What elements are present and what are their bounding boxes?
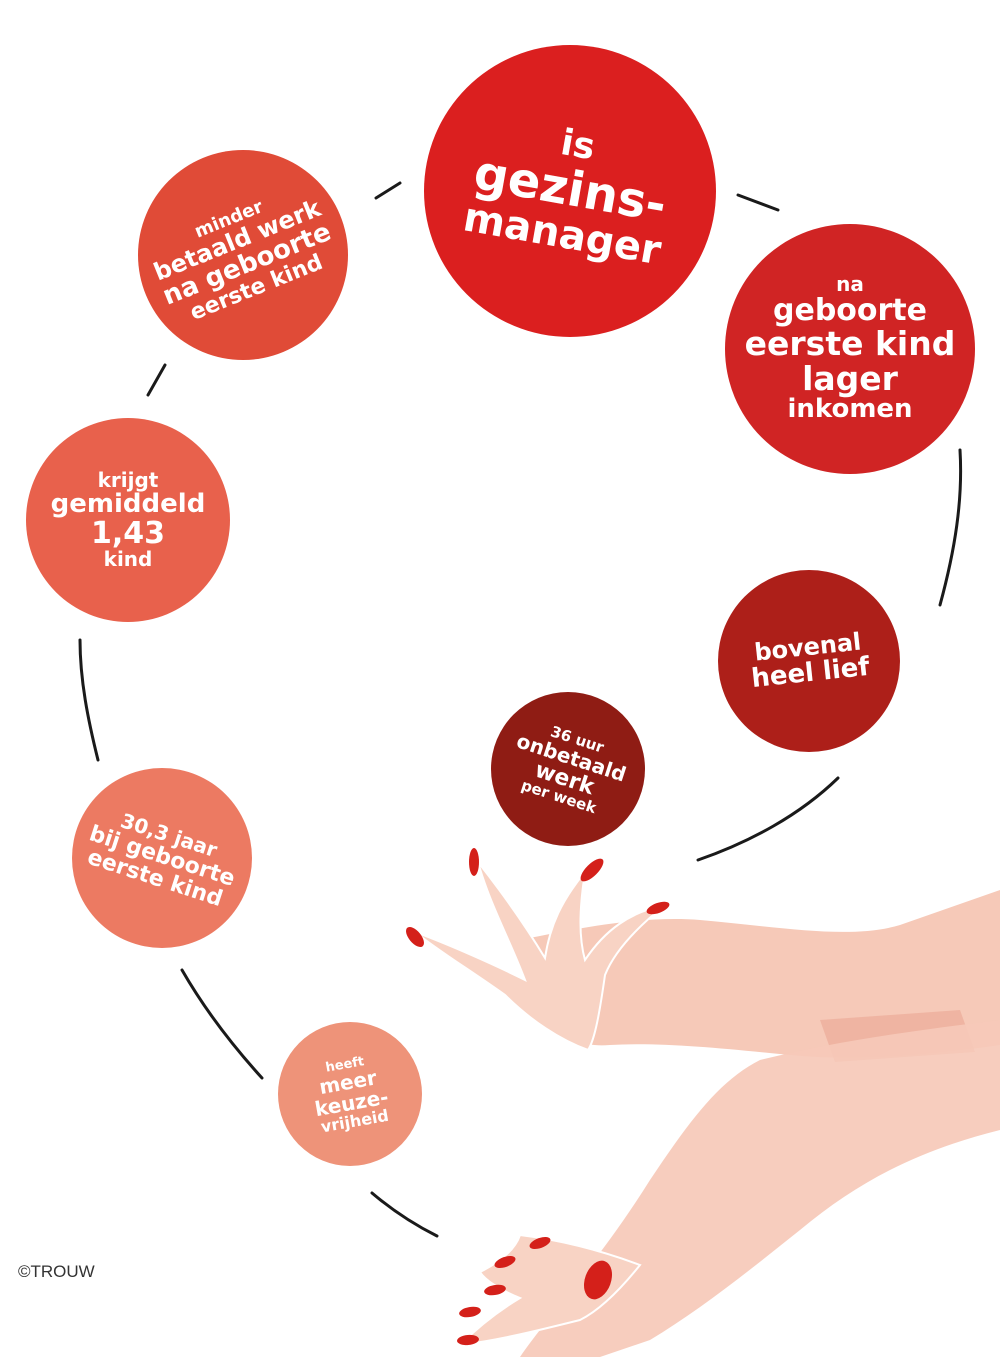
hands-illustration [406, 848, 1000, 1357]
ball-heel-lief: bovenal heel lief [718, 570, 900, 752]
ball-text-line: kind [103, 547, 153, 572]
copyright-label: ©TROUW [18, 1262, 95, 1281]
ball-text-line: eerste kind [744, 323, 956, 363]
dashed-orbit-circle [78, 181, 963, 1238]
ball-text-line: lager [802, 358, 898, 398]
ball-gezinsmanager: is gezins- manager [424, 45, 716, 337]
ball-lager-inkomen: na geboorte eerste kind lager inkomen [725, 224, 975, 474]
ball-minder-betaald-werk: minder betaald werk na geboorte eerste k… [138, 150, 348, 360]
ball-text-line: inkomen [787, 394, 913, 425]
ball-keuzevrijheid: heeft meer keuze- vrijheid [278, 1022, 422, 1166]
lower-arm [520, 1020, 1000, 1357]
ball-text-line: gemiddeld [50, 488, 206, 519]
ball-text-line: na [836, 272, 864, 297]
ball-text-line: geboorte [773, 293, 927, 329]
ball-gemiddeld-kind: krijgt gemiddeld 1,43 kind [26, 418, 230, 622]
upper-hand-fingers [414, 861, 666, 1052]
ball-text-line: krijgt [97, 467, 159, 492]
fingernails [406, 848, 670, 1346]
ball-leeftijd-geboorte: 30,3 jaar bij geboorte eerste kind [72, 768, 252, 948]
ball-text-line: 1,43 [90, 515, 166, 551]
ball-onbetaald-werk: 36 uur onbetaald werk per week [491, 692, 645, 846]
